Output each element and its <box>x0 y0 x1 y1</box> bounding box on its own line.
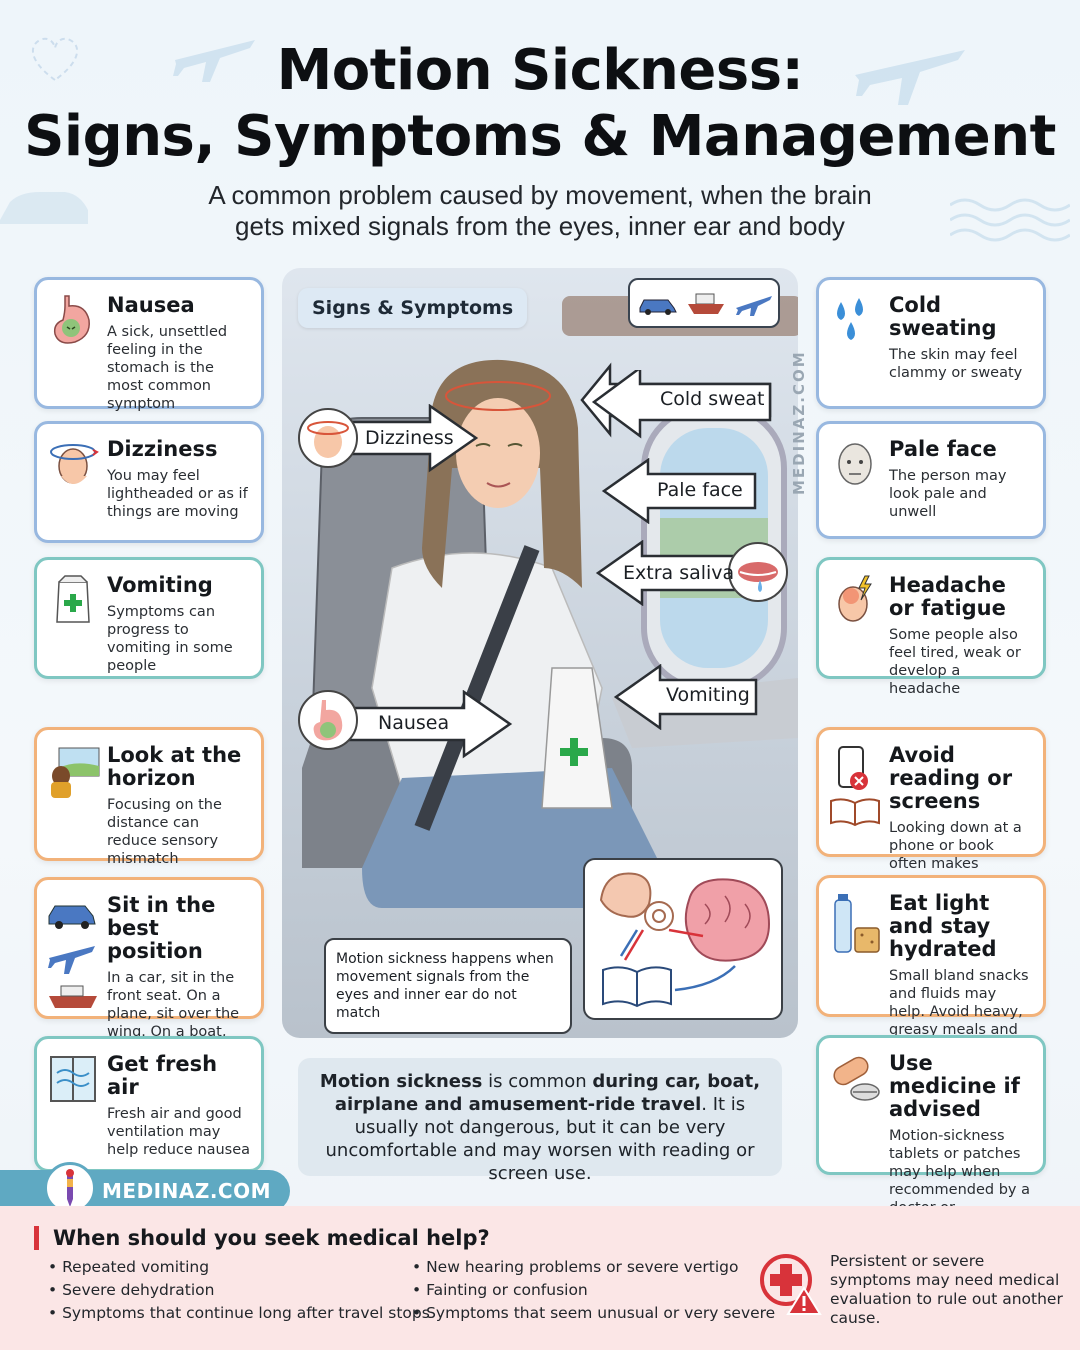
ear-brain-illustration <box>599 872 771 1008</box>
sensory-mismatch-diagram <box>583 858 783 1020</box>
card-title: Get fresh air <box>107 1052 218 1099</box>
subtitle-line-1: A common problem caused by movement, whe… <box>208 180 872 210</box>
card-title: Nausea <box>107 293 195 317</box>
window-air-icon <box>50 1056 96 1102</box>
card-pale-face: Pale face The person may look pale and u… <box>816 421 1046 539</box>
section-label-signs-symptoms: Signs & Symptoms <box>298 288 528 328</box>
card-avoid-reading: Avoid reading or screens Looking down at… <box>816 727 1046 890</box>
pale-face-icon <box>838 443 872 485</box>
mismatch-caption: Motion sickness happens when movement si… <box>324 938 572 1034</box>
card-fresh-air: Get fresh air Fresh air and good ventila… <box>34 1036 264 1172</box>
card-headache-fatigue: Headache or fatigue Some people also fee… <box>816 557 1046 697</box>
list-item: New hearing problems or severe vertigo <box>412 1256 775 1279</box>
page-title: Motion Sickness: Signs, Symptoms & Manag… <box>0 38 1080 170</box>
list-item: Severe dehydration <box>48 1279 430 1302</box>
card-title: Vomiting <box>107 573 213 597</box>
arrow-vomiting <box>613 664 758 730</box>
label-extra-saliva: Extra saliva <box>623 562 735 584</box>
stomach-icon <box>53 295 90 344</box>
card-title: Dizziness <box>107 437 218 461</box>
airplane-decor-icon <box>173 40 255 82</box>
card-desc: Some people also feel tired, weak or dev… <box>889 627 1021 697</box>
water-snacks-icon <box>834 894 880 953</box>
card-desc: Symptoms can progress to vomiting in som… <box>107 604 233 674</box>
label-dizziness: Dizziness <box>365 427 454 449</box>
airplane-decor-icon <box>855 50 965 105</box>
label-cold-sweat: Cold sweat <box>660 388 765 410</box>
card-title: Eat light and stay hydrated <box>889 891 997 961</box>
plane-icon <box>736 296 772 316</box>
arrow-pale-face <box>601 458 757 524</box>
subtitle: A common problem caused by movement, whe… <box>140 180 940 242</box>
info-bold-1: Motion sickness <box>319 1071 483 1092</box>
vehicles-icon <box>48 905 97 1008</box>
card-look-at-horizon: Look at the horizon Focusing on the dist… <box>34 727 264 867</box>
card-title: Avoid reading or screens <box>889 743 1013 813</box>
dizzy-head-icon <box>50 444 99 484</box>
list-item: Symptoms that continue long after travel… <box>48 1302 430 1325</box>
info-bold-2: during car, boat, airplane and amusement… <box>334 1071 761 1115</box>
card-desc: A sick, unsettled feeling in the stomach… <box>107 324 228 412</box>
arrow-nausea <box>334 690 513 759</box>
card-title: Use medicine if advised <box>889 1051 1020 1121</box>
card-title: Sit in the best position <box>107 893 216 963</box>
medical-alert-icon <box>760 1254 822 1315</box>
boat-icon <box>688 293 724 314</box>
card-nausea: Nausea A sick, unsettled feeling in the … <box>34 277 264 412</box>
watermark: MEDINAZ.COM <box>790 350 808 495</box>
card-vomiting: Vomiting Symptoms can progress to vomiti… <box>34 557 264 679</box>
horizon-icon <box>51 747 100 798</box>
heart-decor-icon <box>31 37 79 82</box>
medical-help-footer: When should you seek medical help? Repea… <box>0 1206 1080 1350</box>
title-line-2: Signs, Symptoms & Management <box>24 104 1056 169</box>
label-vomiting: Vomiting <box>666 684 750 706</box>
card-sit-best-position: Sit in the best position In a car, sit i… <box>34 877 264 1058</box>
card-dizziness: Dizziness You may feel lightheaded or as… <box>34 421 264 543</box>
card-title: Headache or fatigue <box>889 573 1006 620</box>
footer-list-col1: Repeated vomiting Severe dehydration Sym… <box>48 1256 430 1325</box>
footer-note: Persistent or severe symptoms may need m… <box>830 1252 1063 1327</box>
info-text-1: is common <box>482 1071 593 1092</box>
car-icon <box>639 299 677 315</box>
card-eat-light-hydrated: Eat light and stay hydrated Small bland … <box>816 875 1046 1074</box>
card-desc: Fresh air and good ventilation may help … <box>107 1106 251 1158</box>
arrow-cold-sweat <box>591 370 772 439</box>
card-use-medicine: Use medicine if advised Motion-sickness … <box>816 1035 1046 1234</box>
card-cold-sweating: Cold sweating The skin may feel clammy o… <box>816 277 1046 409</box>
car-decor-icon <box>0 192 88 224</box>
phone-book-icon <box>830 746 880 827</box>
list-item: Symptoms that seem unusual or very sever… <box>412 1302 775 1325</box>
nausea-stomach-circle-icon <box>298 690 358 750</box>
dizziness-head-circle-icon <box>298 408 358 468</box>
info-text-2: . It is usually not dangerous, but it ca… <box>325 1094 755 1184</box>
card-desc: The person may look pale and unwell <box>889 468 1007 520</box>
subtitle-line-2: gets mixed signals from the eyes, inner … <box>235 211 845 241</box>
label-pale-face: Pale face <box>657 479 743 501</box>
card-title: Cold sweating <box>889 293 997 340</box>
transport-modes-box <box>628 278 780 328</box>
list-item: Repeated vomiting <box>48 1256 430 1279</box>
sick-bag-icon <box>56 575 90 623</box>
card-title: Pale face <box>889 437 997 461</box>
card-desc: You may feel lightheaded or as if things… <box>107 468 248 520</box>
illustration-scene <box>282 268 798 1038</box>
card-title: Look at the horizon <box>107 743 242 790</box>
headache-icon <box>838 575 872 622</box>
wave-decor-icon <box>950 198 1070 242</box>
label-nausea: Nausea <box>378 712 450 734</box>
footer-title: When should you seek medical help? <box>34 1226 490 1250</box>
footer-list-col2: New hearing problems or severe vertigo F… <box>412 1256 775 1325</box>
medicine-icon <box>833 1056 880 1101</box>
brand-logo-icon <box>44 1162 96 1214</box>
card-desc: The skin may feel clammy or sweaty <box>889 347 1023 381</box>
card-desc: Focusing on the distance can reduce sens… <box>107 797 222 867</box>
mouth-saliva-circle-icon <box>728 542 788 602</box>
list-item: Fainting or confusion <box>412 1279 775 1302</box>
sweat-drops-icon <box>837 298 863 340</box>
info-summary-box: Motion sickness is common during car, bo… <box>298 1058 782 1184</box>
title-line-1: Motion Sickness: <box>276 38 804 103</box>
